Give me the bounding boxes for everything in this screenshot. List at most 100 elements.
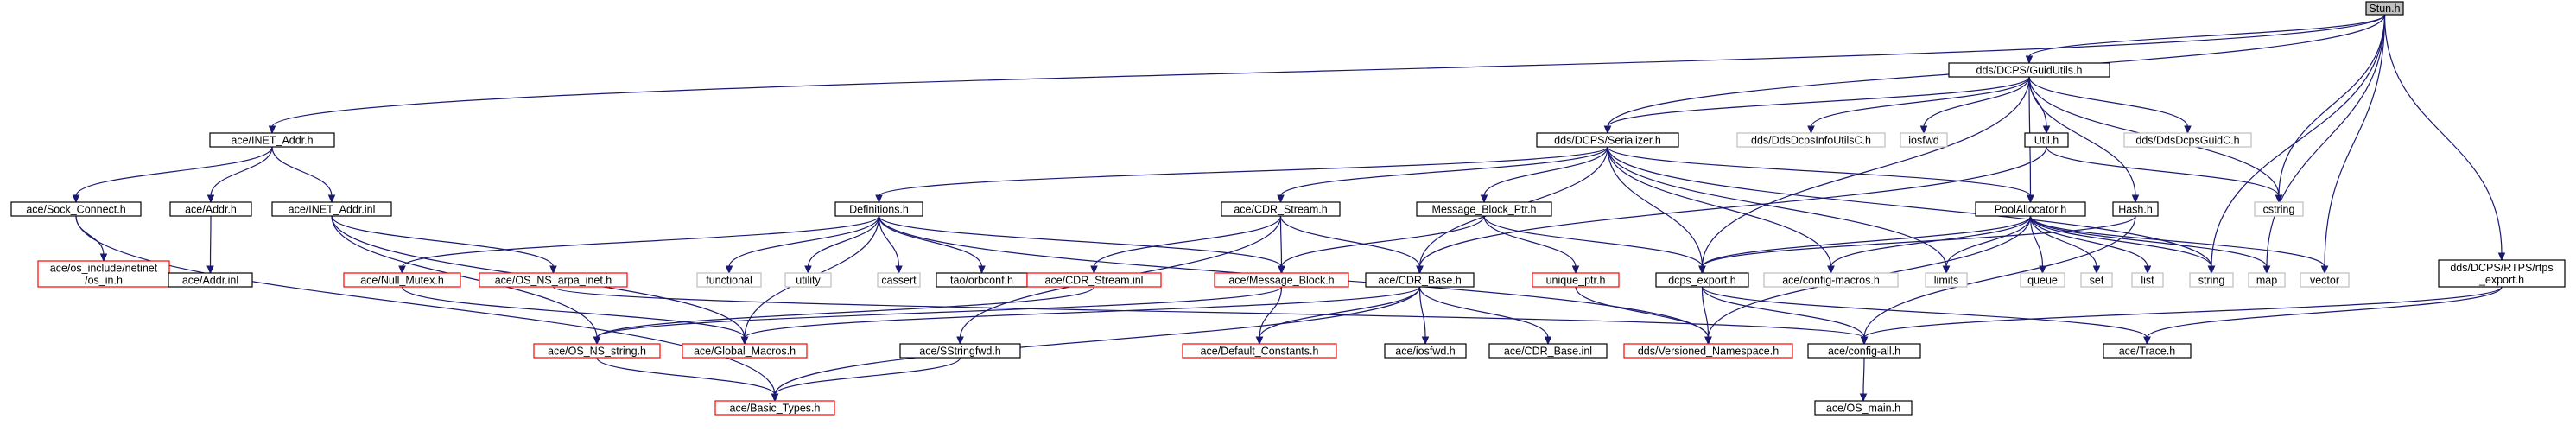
edge-arrowhead: [2184, 125, 2192, 135]
edge-mbptr-to-uniqueptr: [1483, 215, 1580, 275]
node-set[interactable]: set: [2080, 272, 2113, 288]
node-utility[interactable]: utility: [784, 272, 832, 288]
node-string[interactable]: string: [2189, 272, 2234, 288]
edge-definitions-to-cassert: [878, 215, 903, 275]
node-vector[interactable]: vector: [2300, 272, 2350, 288]
edge-line: [552, 286, 1865, 339]
node-sstringfwd[interactable]: ace/SStringfwd.h: [899, 343, 1021, 359]
node-box: [834, 201, 923, 217]
node-util[interactable]: Util.h: [2024, 132, 2069, 148]
node-uniqueptr[interactable]: unique_ptr.h: [1532, 272, 1620, 288]
node-cassert[interactable]: cassert: [877, 272, 921, 288]
edge-line: [1279, 146, 1608, 197]
node-infoutils[interactable]: dds/DdsDcpsInfoUtilsC.h: [1736, 132, 1886, 148]
node-definitions[interactable]: Definitions.h: [834, 201, 923, 217]
edge-line: [1945, 215, 2032, 268]
node-map[interactable]: map: [2248, 272, 2286, 288]
node-box: [169, 201, 252, 217]
edge-line: [1701, 215, 2032, 268]
edge-line: [1418, 146, 2047, 268]
node-label: ace/INET_Addr.inl: [289, 204, 376, 216]
node-label: Util.h: [2034, 135, 2059, 147]
edge-cdrbase-to-defconst: [1255, 286, 1421, 346]
node-serializer[interactable]: dds/DCPS/Serializer.h: [1536, 132, 1679, 148]
edge-arrowhead: [2497, 252, 2506, 262]
node-inetaddr[interactable]: ace/INET_Addr.h: [209, 132, 335, 148]
node-label: Definitions.h: [849, 204, 909, 216]
node-poolalloc[interactable]: PoolAllocator.h: [1975, 201, 2086, 217]
node-configall[interactable]: ace/config-all.h: [1807, 343, 1921, 359]
edge-line: [878, 146, 1608, 197]
edge-stun-to-rtpsexport: [2383, 14, 2506, 262]
node-addr[interactable]: ace/Addr.h: [169, 201, 252, 217]
node-list[interactable]: list: [2131, 272, 2164, 288]
node-versioned[interactable]: dds/Versioned_Namespace.h: [1623, 343, 1793, 359]
node-stun[interactable]: Stun.h: [2365, 1, 2404, 16]
edge-osnsarpa-to-configall: [552, 286, 1869, 346]
node-iosfwd2[interactable]: ace/iosfwd.h: [1384, 343, 1467, 359]
node-hash[interactable]: Hash.h: [2112, 201, 2159, 217]
edge-line: [744, 286, 1421, 339]
edge-arrowhead: [1571, 265, 1580, 275]
node-box: [1182, 343, 1337, 359]
node-box: [2438, 259, 2566, 288]
node-functional[interactable]: functional: [696, 272, 762, 288]
node-globalmacros[interactable]: ace/Global_Macros.h: [682, 343, 808, 359]
node-nullmutex[interactable]: ace/Null_Mutex.h: [343, 272, 461, 288]
edge-arrowhead: [1698, 265, 1706, 275]
node-cdrstream[interactable]: ace/CDR_Stream.h: [1221, 201, 1341, 217]
edge-line: [2211, 14, 2386, 268]
node-configmacros[interactable]: ace/config-macros.h: [1763, 272, 1899, 288]
node-guidc[interactable]: dds/DdsDcpsGuidC.h: [2123, 132, 2252, 148]
edge-arrowhead: [1278, 265, 1285, 275]
node-osnsstring[interactable]: ace/OS_NS_string.h: [533, 343, 661, 359]
node-inetaddrinl[interactable]: ace/INET_Addr.inl: [271, 201, 392, 217]
edge-line: [331, 215, 598, 339]
node-cdrbase[interactable]: ace/CDR_Base.h: [1365, 272, 1475, 288]
edge-line: [2029, 215, 2212, 268]
node-limits[interactable]: limits: [1925, 272, 1968, 288]
node-rtpsexport[interactable]: dds/DCPS/RTPS/rtps_export.h: [2438, 259, 2566, 288]
node-box: [2365, 1, 2404, 16]
node-orbconf[interactable]: tao/orbconf.h: [936, 272, 1028, 288]
node-cstring[interactable]: cstring: [2254, 201, 2304, 217]
node-addrinl[interactable]: ace/Addr.inl: [168, 272, 253, 288]
edge-cdrbase-to-cdrbaseinl: [1418, 286, 1552, 346]
edge-arrowhead: [1544, 336, 1552, 346]
node-cdrbaseinl[interactable]: ace/CDR_Base.inl: [1488, 343, 1608, 359]
node-trace[interactable]: ace/Trace.h: [2103, 343, 2192, 359]
node-box: [1655, 272, 1749, 288]
node-mbptr[interactable]: Message_Block_Ptr.h: [1416, 201, 1552, 217]
node-iosfwd1[interactable]: iosfwd: [1900, 132, 1948, 148]
node-queue[interactable]: queue: [2020, 272, 2065, 288]
node-label: limits: [1934, 275, 1958, 287]
edge-line: [2383, 14, 2503, 255]
node-basictypes[interactable]: ace/Basic_Types.h: [714, 400, 835, 416]
node-cdrstreaminl[interactable]: ace/CDR_Stream.inl: [1026, 272, 1162, 288]
node-box: [1814, 400, 1913, 416]
node-box: [2024, 132, 2069, 148]
node-label: ace/OS_main.h: [1826, 403, 1900, 415]
edge-arrowhead: [1860, 336, 1869, 346]
edge-guidutils-to-guidc: [2028, 76, 2192, 135]
node-sockconnect[interactable]: ace/Sock_Connect.h: [10, 201, 142, 217]
node-defconst[interactable]: ace/Default_Constants.h: [1182, 343, 1337, 359]
node-osinclude[interactable]: ace/os_include/netinet/os_in.h: [37, 260, 170, 288]
edge-arrowhead: [1859, 393, 1868, 403]
edge-poolalloc-to-string: [2029, 215, 2216, 275]
edge-line: [1279, 215, 1421, 268]
node-msgblock[interactable]: ace/Message_Block.h: [1214, 272, 1349, 288]
node-osmain[interactable]: ace/OS_main.h: [1814, 400, 1913, 416]
node-dcpsexport[interactable]: dcps_export.h: [1655, 272, 1749, 288]
edge-line: [2266, 14, 2386, 268]
edge-line: [1280, 215, 1485, 268]
edge-arrowhead: [2042, 125, 2051, 135]
node-label: utility: [796, 275, 821, 287]
edge-line: [401, 286, 746, 339]
node-box: [1026, 272, 1162, 288]
edge-line: [1483, 215, 1577, 268]
node-guidutils[interactable]: dds/DCPS/GuidUtils.h: [1948, 62, 2110, 78]
node-osnsarpa[interactable]: ace/OS_NS_arpa_inet.h: [479, 272, 628, 288]
edge-line: [596, 286, 1095, 339]
node-label: dds/Versioned_Namespace.h: [1638, 346, 1779, 358]
